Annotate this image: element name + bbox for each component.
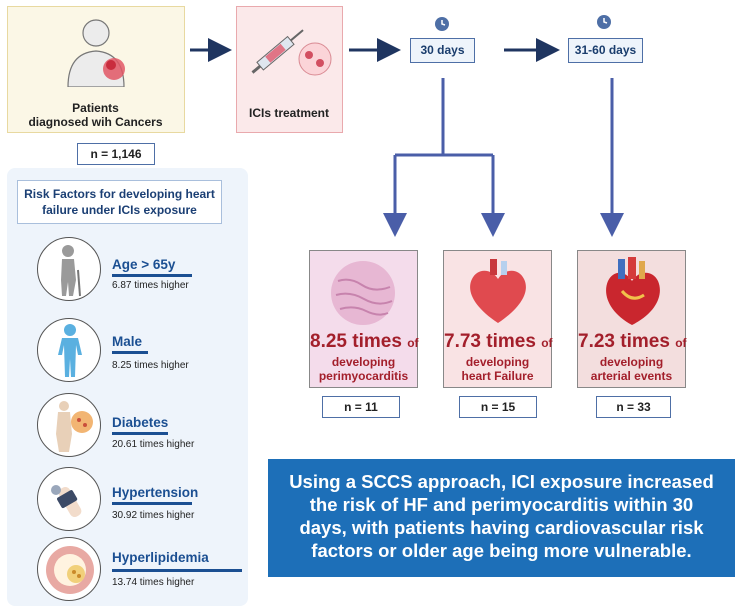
conclusion-line-3: days, with patients having cardiovascula…: [299, 517, 704, 538]
risk-male-value: 8.25 times higher: [112, 360, 189, 371]
outcome-perimyocarditis-times: 8.25 times of: [310, 331, 419, 353]
risk-hyperlipidemia-bar: [112, 569, 242, 572]
outcome-arterial-events-count: n = 33: [596, 396, 671, 418]
conclusion-line-1: Using a SCCS approach, ICI exposure incr…: [289, 471, 714, 492]
conclusion-box: Using a SCCS approach, ICI exposure incr…: [268, 459, 735, 577]
outcome-arterial-events-line1: developing: [599, 355, 664, 369]
clock-icon: [597, 15, 611, 29]
outcome-heart-failure-times-value: 7.73 times: [444, 331, 536, 352]
patients-label-1: Patients: [72, 101, 119, 115]
risk-age-bar: [112, 274, 192, 277]
heart-icon: [470, 259, 526, 323]
outcome-heart-failure-of: of: [541, 336, 553, 350]
outcome-perimyocarditis-times-value: 8.25 times: [310, 331, 402, 352]
clock-icon: [435, 17, 449, 31]
ici-treatment-label: ICIs treatment: [248, 106, 330, 120]
timeline-30-days: 30 days: [410, 38, 475, 63]
risk-factors-title-1: Risk Factors for developing heart: [24, 187, 215, 201]
risk-hyperlipidemia-name: Hyperlipidemia: [112, 550, 209, 565]
outcome-heart-failure-line2: heart Failure: [461, 369, 534, 383]
diabetes-icon: [37, 393, 101, 457]
risk-factors-title-2: failure under ICIs exposure: [42, 203, 197, 217]
risk-hyperlipidemia-value: 13.74 times higher: [112, 577, 195, 588]
outcome-heart-failure-times: 7.73 times of: [444, 331, 553, 353]
outcome-perimyocarditis-line1: developing: [331, 355, 396, 369]
outcome-arterial-events-of: of: [675, 336, 687, 350]
outcome-heart-failure-line1: developing: [465, 355, 530, 369]
clogged-artery-icon: [37, 537, 101, 601]
risk-hypertension-value: 30.92 times higher: [112, 510, 195, 521]
risk-age-value: 6.87 times higher: [112, 280, 189, 291]
risk-hypertension-name: Hypertension: [112, 485, 199, 500]
arrow-branch-30days: [395, 78, 493, 157]
outcome-heart-failure-count: n = 15: [459, 396, 537, 418]
myocardial-tissue-icon: [331, 261, 395, 325]
syringe-icon: [251, 29, 332, 76]
risk-diabetes-name: Diabetes: [112, 415, 169, 430]
risk-hypertension-bar: [112, 502, 192, 505]
timeline-31-60-days: 31-60 days: [568, 38, 643, 63]
patients-count: n = 1,146: [77, 143, 155, 165]
outcome-perimyocarditis-line2: perimyocarditis: [318, 369, 409, 383]
patients-label-2: diagnosed wih Cancers: [28, 115, 163, 129]
male-body-icon: [37, 318, 101, 382]
ici-treatment-box: ICIs treatment: [236, 6, 343, 133]
blood-pressure-cuff-icon: [37, 467, 101, 531]
cancer-patient-icon: [67, 19, 125, 87]
risk-age-name: Age > 65y: [112, 257, 176, 272]
risk-factors-panel: [7, 168, 248, 606]
outcome-arterial-events-times: 7.23 times of: [578, 331, 687, 353]
risk-male-name: Male: [112, 334, 143, 349]
risk-diabetes-bar: [112, 432, 168, 435]
outcome-perimyocarditis-count: n = 11: [322, 396, 400, 418]
outcome-perimyocarditis-of: of: [407, 336, 419, 350]
outcome-arterial-events-box: 7.23 times of developing arterial events: [577, 250, 687, 388]
outcome-arterial-events-times-value: 7.23 times: [578, 331, 670, 352]
patients-box: Patients diagnosed wih Cancers: [7, 6, 185, 133]
risk-factors-title: Risk Factors for developing heart failur…: [17, 180, 222, 224]
outcome-arterial-events-line2: arterial events: [590, 369, 673, 383]
conclusion-line-4: factors or older age being more vulnerab…: [311, 540, 692, 561]
outcome-perimyocarditis-box: 8.25 times of developing perimyocarditis: [309, 250, 419, 388]
elderly-person-icon: [37, 237, 101, 301]
risk-male-bar: [112, 351, 148, 354]
outcome-heart-failure-box: 7.73 times of developing heart Failure: [443, 250, 553, 388]
risk-diabetes-value: 20.61 times higher: [112, 439, 195, 450]
anatomical-heart-icon: [606, 257, 660, 325]
conclusion-line-2: the risk of HF and perimyocarditis withi…: [309, 494, 694, 515]
